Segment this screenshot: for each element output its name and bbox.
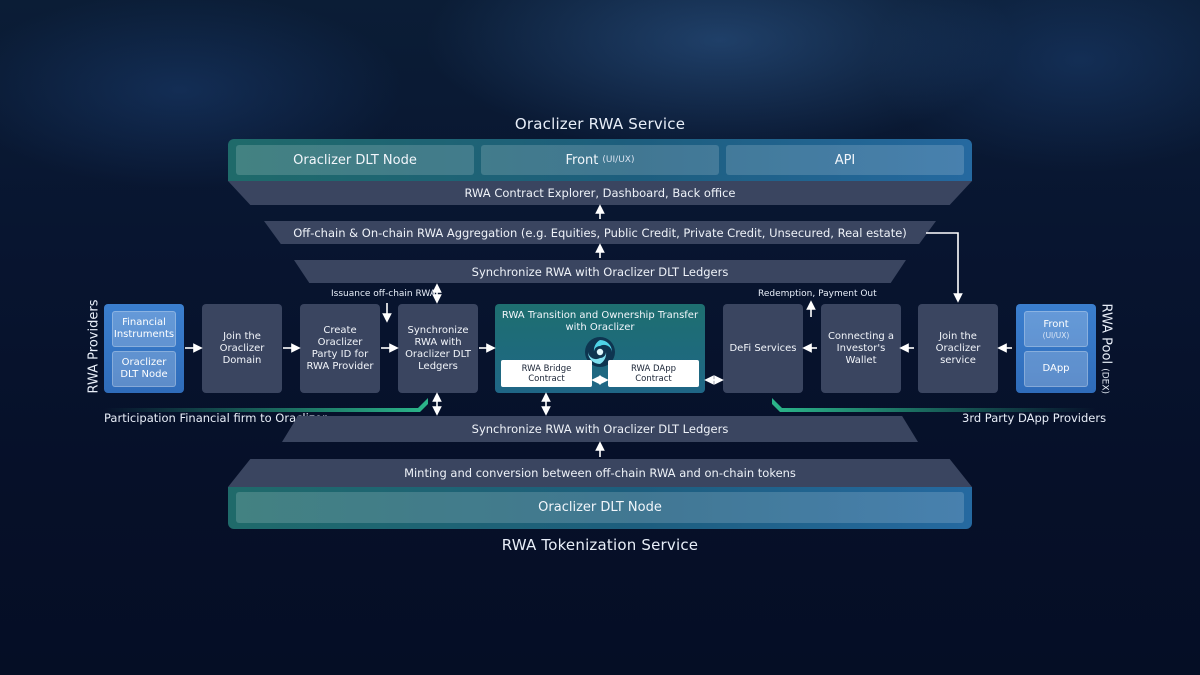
defi-services-box: DeFi Services	[723, 304, 803, 393]
top-dlt-node: Oraclizer DLT Node	[236, 145, 474, 175]
aggregation-bar: Off-chain & On-chain RWA Aggregation (e.…	[264, 221, 936, 244]
rwa-bridge-contract: RWA Bridge Contract	[501, 360, 592, 387]
create-party-box: Create Oraclizer Party ID for RWA Provid…	[300, 304, 380, 393]
tokenization-panel	[228, 487, 972, 529]
pool-front-box: Front (UI/UX)	[1024, 311, 1088, 347]
bottom-dlt-node: Oraclizer DLT Node	[236, 492, 964, 523]
sync-bar-top: Synchronize RWA with Oraclizer DLT Ledge…	[294, 260, 906, 283]
sync-bottom-label: Synchronize RWA with Oraclizer DLT Ledge…	[471, 422, 729, 436]
minting-bar: Minting and conversion between off-chain…	[228, 459, 972, 487]
aggregation-label: Off-chain & On-chain RWA Aggregation (e.…	[293, 225, 907, 240]
pool-front-label: Front	[1043, 318, 1069, 330]
top-front-label: Front	[565, 152, 599, 168]
sync-ledgers-label: Synchronize RWA with Oraclizer DLT Ledge…	[405, 324, 471, 372]
pool-green-underline	[772, 398, 1096, 412]
create-party-label: Create Oraclizer Party ID for RWA Provid…	[306, 324, 374, 372]
arrow-aggregation-to-join	[926, 232, 963, 303]
minting-label: Minting and conversion between off-chain…	[404, 466, 796, 480]
rwa-dapp-contract: RWA DApp Contract	[608, 360, 699, 387]
top-api-label: API	[834, 152, 856, 168]
providers-caption: Participation Financial firm to Oraclize…	[104, 411, 327, 425]
top-front: Front (UI/UX)	[481, 145, 719, 175]
financial-instruments-box: Financial Instruments	[112, 311, 176, 347]
investor-wallet-label: Connecting a Investor's Wallet	[827, 330, 895, 366]
provider-dlt-node-label: Oraclizer DLT Node	[120, 357, 168, 380]
top-api: API	[726, 145, 964, 175]
sync-bar-bottom: Synchronize RWA with Oraclizer DLT Ledge…	[282, 416, 918, 442]
rwa-pool-group	[1016, 304, 1096, 393]
rwa-service-panel	[228, 139, 972, 181]
financial-instruments-label: Financial Instruments	[113, 317, 175, 340]
pool-caption: 3rd Party DApp Providers	[962, 411, 1107, 425]
oraclizer-logo-icon	[585, 337, 615, 367]
rwa-bridge-contract-label: RWA Bridge Contract	[521, 363, 572, 384]
issuance-label: Issuance off-chain RWA	[331, 289, 436, 299]
rwa-transition-title: RWA Transition and Ownership Transfer wi…	[501, 310, 699, 333]
rwa-dapp-contract-label: RWA DApp Contract	[630, 363, 677, 384]
rwa-providers-group	[104, 304, 184, 393]
explorer-label: RWA Contract Explorer, Dashboard, Back o…	[464, 186, 736, 200]
join-domain-label: Join the Oraclizer Domain	[219, 330, 265, 366]
top-front-sub: (UI/UX)	[602, 155, 635, 165]
top-dlt-node-label: Oraclizer DLT Node	[293, 152, 417, 168]
pool-front-sub: (UI/UX)	[1042, 330, 1070, 340]
provider-dlt-node-box: Oraclizer DLT Node	[112, 351, 176, 387]
explorer-bar: RWA Contract Explorer, Dashboard, Back o…	[228, 181, 972, 205]
sync-ledgers-box: Synchronize RWA with Oraclizer DLT Ledge…	[398, 304, 478, 393]
bottom-dlt-node-label: Oraclizer DLT Node	[538, 500, 662, 515]
investor-wallet-box: Connecting a Investor's Wallet	[821, 304, 901, 393]
join-service-label: Join the Oraclizer service	[935, 330, 981, 366]
join-domain-box: Join the Oraclizer Domain	[202, 304, 282, 393]
tokenization-service-title: RWA Tokenization Service	[501, 536, 699, 554]
providers-green-underline	[104, 398, 428, 412]
sync-top-label: Synchronize RWA with Oraclizer DLT Ledge…	[471, 264, 729, 279]
redemption-label: Redemption, Payment Out	[758, 289, 877, 299]
pool-dapp-box: DApp	[1024, 351, 1088, 387]
join-service-box: Join the Oraclizer service	[918, 304, 998, 393]
defi-services-label: DeFi Services	[729, 342, 797, 354]
pool-dapp-label: DApp	[1042, 363, 1070, 374]
rwa-service-title: Oraclizer RWA Service	[514, 115, 686, 133]
